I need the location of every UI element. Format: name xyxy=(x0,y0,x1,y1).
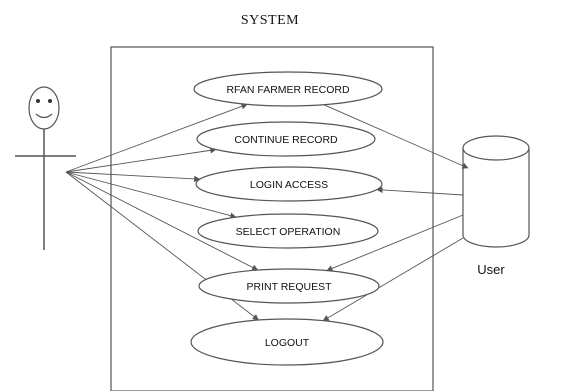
use-case-print: PRINT REQUEST xyxy=(198,268,380,304)
system-title: SYSTEM xyxy=(241,13,299,28)
use-case-label: SELECT OPERATION xyxy=(236,226,341,238)
actor-head xyxy=(28,86,60,130)
use-case-ellipse xyxy=(195,166,383,202)
use-case-login: LOGIN ACCESS xyxy=(195,166,383,202)
use-case-rfan: RFAN FARMER RECORD xyxy=(193,71,383,107)
user-database xyxy=(462,135,530,248)
use-case-ellipse xyxy=(190,318,384,366)
actor-smile xyxy=(35,113,53,119)
connector-actor-left-to-print xyxy=(65,171,259,271)
database-top xyxy=(462,135,530,161)
connector-user-database-to-logout xyxy=(322,237,464,322)
use-case-ellipse xyxy=(196,121,376,157)
connections xyxy=(65,103,469,322)
use-case-select: SELECT OPERATION xyxy=(197,213,379,249)
use-case-label: RFAN FARMER RECORD xyxy=(226,84,350,96)
connector-actor-left-to-login xyxy=(65,171,201,183)
use-case-label: LOGOUT xyxy=(265,337,310,349)
connector-actor-left-to-select xyxy=(65,171,237,219)
use-case-label: CONTINUE RECORD xyxy=(234,134,338,146)
user-label: User xyxy=(477,262,505,277)
actor-eye-right xyxy=(48,99,52,103)
use-case-logout: LOGOUT xyxy=(190,318,384,366)
use-case-ellipse xyxy=(198,268,380,304)
use-case-label: LOGIN ACCESS xyxy=(250,179,328,191)
connector-actor-left-to-rfan xyxy=(65,103,248,173)
system-boundary xyxy=(110,46,434,391)
actor-eye-left xyxy=(36,99,40,103)
use-case-label: PRINT REQUEST xyxy=(247,281,333,293)
connector-user-database-to-print xyxy=(326,214,464,272)
actor-left xyxy=(15,86,76,250)
connector-actor-left-to-continue xyxy=(65,147,217,173)
database-body xyxy=(462,148,530,248)
use-case-ellipse xyxy=(193,71,383,107)
use-cases: RFAN FARMER RECORD CONTINUE RECORD LOGIN A… xyxy=(190,71,384,366)
use-case-ellipse xyxy=(197,213,379,249)
connector-rfan-to-user-database xyxy=(323,104,469,169)
use-case-continue: CONTINUE RECORD xyxy=(196,121,376,157)
connector-user-database-to-login xyxy=(376,186,464,196)
